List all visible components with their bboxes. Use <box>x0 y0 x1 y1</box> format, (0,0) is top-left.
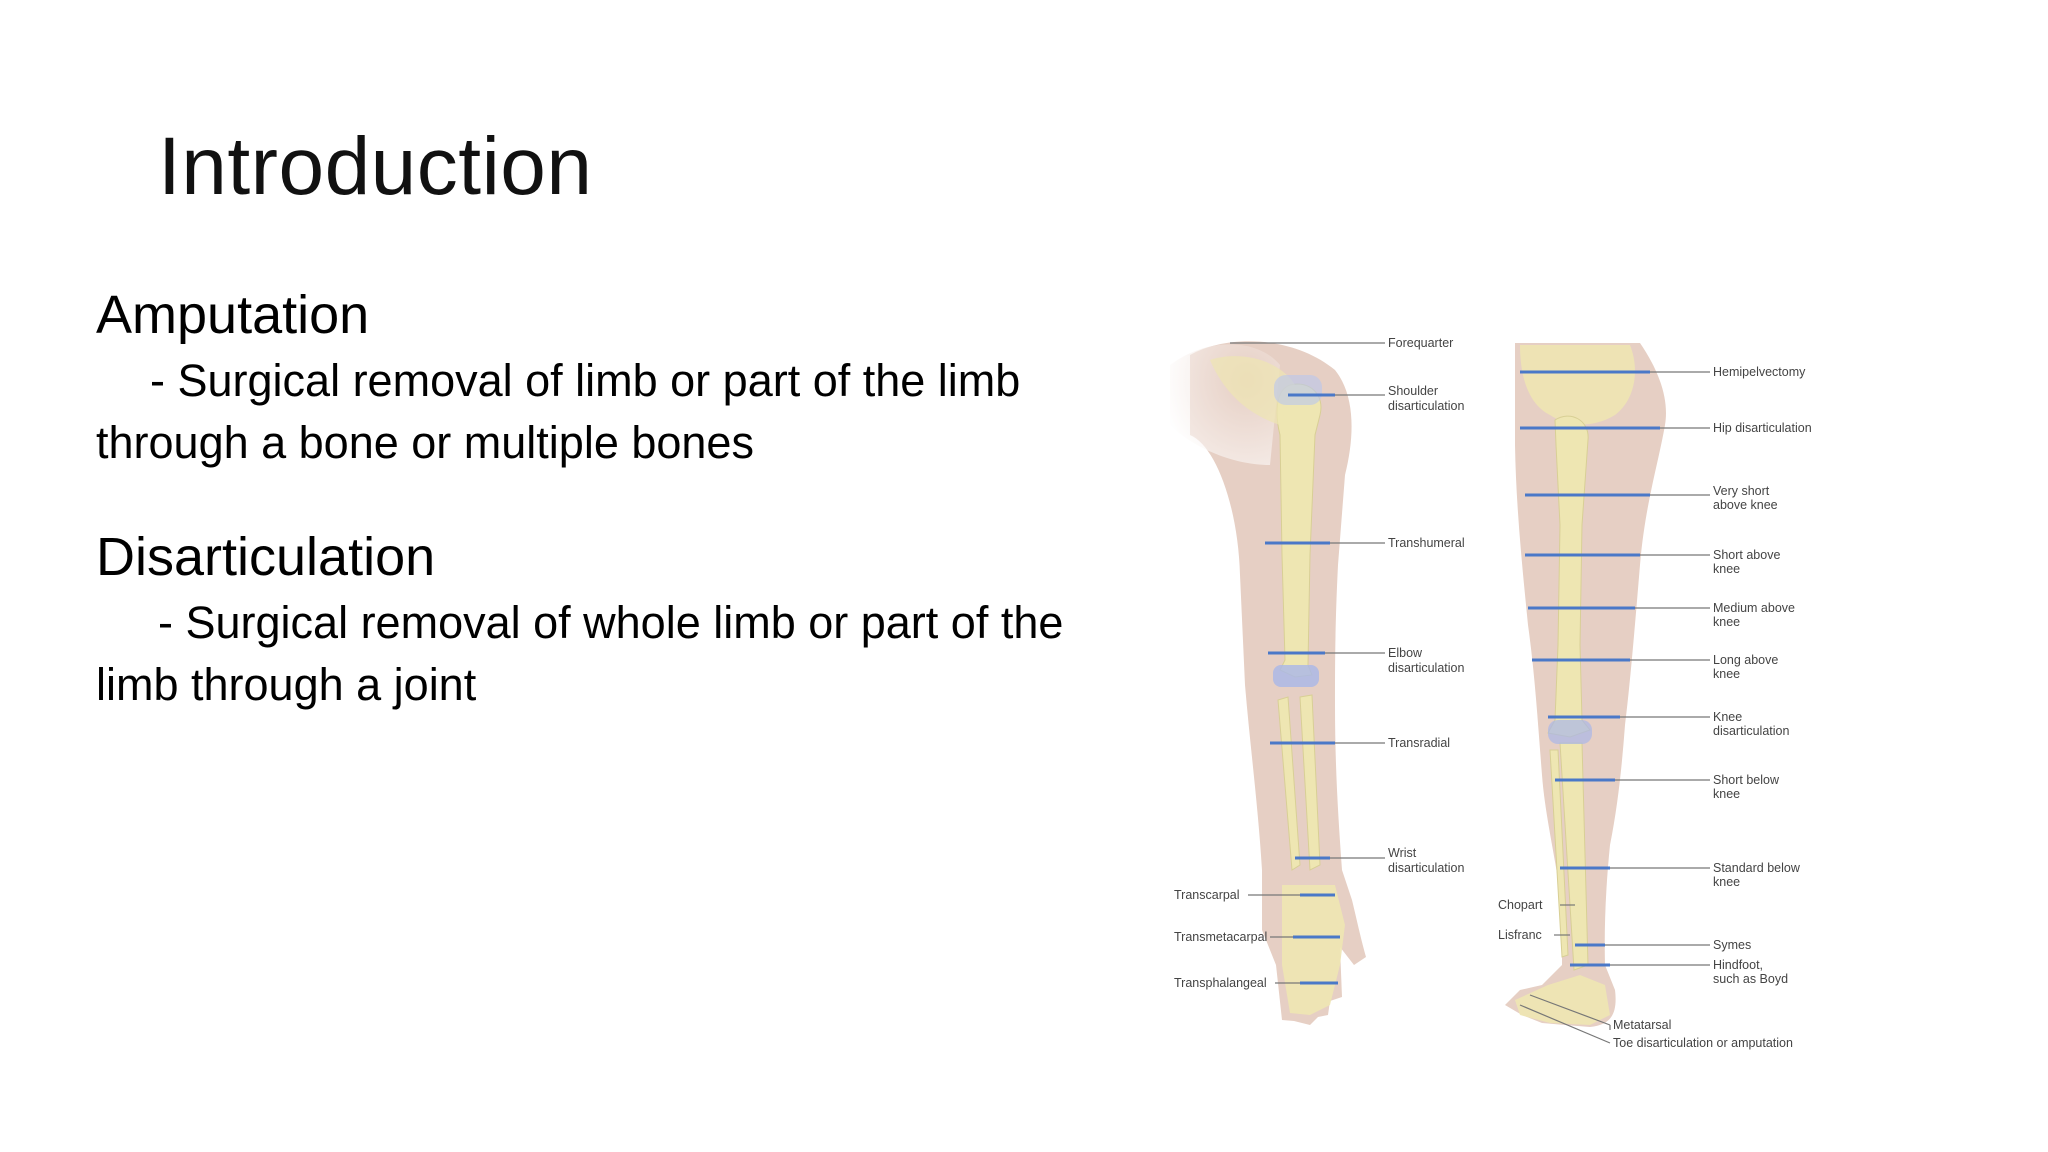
label-very-short-1: Very short <box>1713 484 1770 498</box>
label-medium-above-1: Medium above <box>1713 601 1795 615</box>
label-short-below-1: Short below <box>1713 773 1780 787</box>
arm-leader-lines <box>1230 342 1385 984</box>
arm-illustration: Forequarter Shoulder disarticulation Tra… <box>1170 336 1465 1026</box>
leg-illustration: Hemipelvectomy Hip disarticulation Very … <box>1498 343 1812 1050</box>
label-chopart: Chopart <box>1498 898 1543 912</box>
label-shoulder-2: disarticulation <box>1388 399 1464 413</box>
label-short-above-2: knee <box>1713 562 1740 576</box>
label-transhumeral: Transhumeral <box>1388 536 1465 550</box>
label-toe: Toe disarticulation or amputation <box>1613 1036 1793 1050</box>
label-shoulder-1: Shoulder <box>1388 384 1438 398</box>
label-hemipelvectomy: Hemipelvectomy <box>1713 365 1806 379</box>
label-transphalangeal: Transphalangeal <box>1174 976 1267 990</box>
radius-bone <box>1277 696 1301 871</box>
label-knee-2: disarticulation <box>1713 724 1789 738</box>
elbow-joint-highlight <box>1273 665 1319 687</box>
pelvis-bone <box>1520 345 1635 425</box>
label-short-above-1: Short above <box>1713 548 1780 562</box>
label-hip-disarticulation: Hip disarticulation <box>1713 421 1812 435</box>
knee-joint-highlight <box>1548 720 1592 744</box>
amputation-levels-figure: Forequarter Shoulder disarticulation Tra… <box>1170 325 1850 1050</box>
shoulder-joint-highlight <box>1274 375 1322 405</box>
label-lisfranc: Lisfranc <box>1498 928 1542 942</box>
arm-cut-lines <box>1265 393 1340 985</box>
label-standard-below-2: knee <box>1713 875 1740 889</box>
label-transmetacarpal: Transmetacarpal <box>1174 930 1267 944</box>
leg-cut-lines <box>1520 370 1660 967</box>
label-elbow-2: disarticulation <box>1388 661 1464 675</box>
label-short-below-2: knee <box>1713 787 1740 801</box>
label-symes: Symes <box>1713 938 1751 952</box>
label-medium-above-2: knee <box>1713 615 1740 629</box>
disarticulation-definition-line2: limb through a joint <box>96 659 477 710</box>
label-wrist-1: Wrist <box>1388 846 1417 860</box>
amputation-levels-diagram: Forequarter Shoulder disarticulation Tra… <box>1170 336 1812 1050</box>
scapula-bone <box>1210 356 1295 425</box>
amputation-definition-line1: - Surgical removal of limb or part of th… <box>150 355 1021 406</box>
ulna-bone <box>1299 694 1321 871</box>
label-forequarter: Forequarter <box>1388 336 1453 350</box>
label-transradial: Transradial <box>1388 736 1450 750</box>
label-very-short-2: above knee <box>1713 498 1778 512</box>
label-long-above-2: knee <box>1713 667 1740 681</box>
label-metatarsal: Metatarsal <box>1613 1018 1671 1032</box>
label-elbow-1: Elbow <box>1388 646 1423 660</box>
label-hindfoot-2: such as Boyd <box>1713 972 1788 986</box>
label-standard-below-1: Standard below <box>1713 861 1801 875</box>
slide-title: Introduction <box>158 121 593 212</box>
label-wrist-2: disarticulation <box>1388 861 1464 875</box>
leg-leader-lines <box>1519 371 1710 1044</box>
label-long-above-1: Long above <box>1713 653 1778 667</box>
amputation-section: Amputation - Surgical removal of limb or… <box>96 280 1136 474</box>
label-hindfoot-1: Hindfoot, <box>1713 958 1763 972</box>
label-transcarpal: Transcarpal <box>1174 888 1240 902</box>
label-knee-1: Knee <box>1713 710 1742 724</box>
disarticulation-section: Disarticulation - Surgical removal of wh… <box>96 522 1136 716</box>
disarticulation-heading: Disarticulation <box>96 527 436 587</box>
leg-skin <box>1505 343 1666 1027</box>
amputation-heading: Amputation <box>96 285 370 345</box>
disarticulation-definition-line1: - Surgical removal of whole limb or part… <box>158 597 1064 648</box>
amputation-definition-line2: through a bone or multiple bones <box>96 417 754 468</box>
